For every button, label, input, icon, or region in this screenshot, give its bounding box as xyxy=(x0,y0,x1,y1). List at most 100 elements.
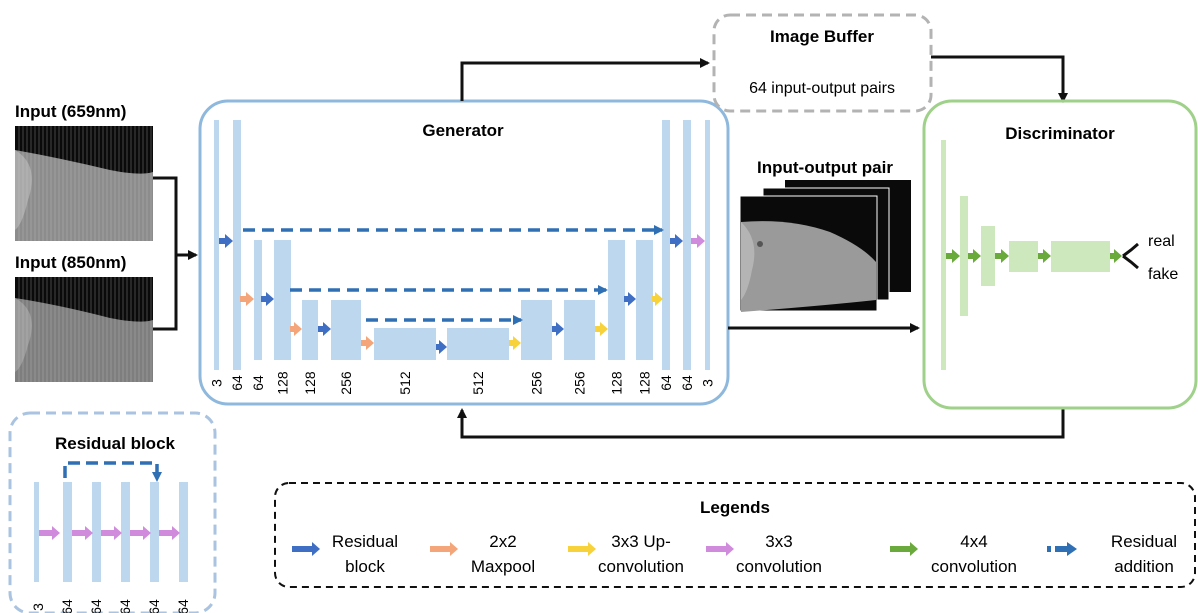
discriminator-title: Discriminator xyxy=(1005,124,1115,143)
input-850-image xyxy=(15,277,153,382)
residual-channel-label: 64 xyxy=(146,599,162,613)
residual-skip xyxy=(63,461,162,482)
generator-skip-connections xyxy=(243,225,664,325)
residual-arrow xyxy=(318,322,331,336)
residual-arrow xyxy=(436,340,447,354)
residual-channel-label: 3 xyxy=(30,603,46,611)
residual-layer-6 xyxy=(179,482,188,582)
generator-channel-label: 128 xyxy=(302,371,318,395)
input-659-image xyxy=(15,126,153,241)
residual-block-box xyxy=(8,411,217,613)
conv3x3-arrow xyxy=(159,526,180,540)
residual-layer-2 xyxy=(63,482,72,582)
generator-channel-label: 64 xyxy=(250,375,266,391)
legend-label-line1: 3x3 xyxy=(765,532,792,551)
disc-layer-4 xyxy=(1009,241,1038,272)
residual-arrow xyxy=(624,292,636,306)
generator-channel-label: 512 xyxy=(397,371,413,395)
generator-layer-12 xyxy=(636,240,653,360)
residual-channel-label: 64 xyxy=(175,599,191,613)
generator-channel-label: 512 xyxy=(470,371,486,395)
generator-channel-label: 128 xyxy=(637,371,653,395)
residual-arrow xyxy=(552,322,564,336)
conv4x4-arrow xyxy=(1038,249,1051,263)
generator-layers xyxy=(214,120,710,370)
generator-channel-label: 64 xyxy=(679,375,695,391)
maxpool-arrow xyxy=(240,292,254,306)
legend-label-line1: 2x2 xyxy=(489,532,516,551)
legend-box xyxy=(274,482,1196,588)
discriminator-box xyxy=(922,99,1198,410)
residual-layer-4 xyxy=(121,482,130,582)
input-output-pair-image xyxy=(739,180,911,312)
residual-channel-label: 64 xyxy=(88,599,104,613)
input-659-label: Input (659nm) xyxy=(15,102,126,121)
residual-channel-label: 64 xyxy=(117,599,133,613)
legend-title: Legends xyxy=(700,498,770,517)
generator-box xyxy=(198,99,730,406)
residual-block-title: Residual block xyxy=(55,434,176,453)
legend-label-line2: convolution xyxy=(736,557,822,576)
pair-title: Input-output pair xyxy=(757,158,893,177)
discriminator-layers xyxy=(941,140,1110,370)
generator-layer-15 xyxy=(705,120,710,370)
generator-channel-label: 3 xyxy=(700,379,716,387)
legend-arrow xyxy=(568,542,596,556)
generator-layer-9 xyxy=(521,300,552,360)
residual-channel-label: 64 xyxy=(59,599,75,613)
residual-layers xyxy=(34,482,188,582)
generator-channel-label: 256 xyxy=(529,371,545,395)
generator-channel-label: 256 xyxy=(572,371,588,395)
generator-title: Generator xyxy=(422,121,504,140)
legend-label-line2: convolution xyxy=(931,557,1017,576)
legend-arrow xyxy=(292,542,320,556)
generator-layer-13 xyxy=(662,120,670,370)
image-buffer-subtitle: 64 input-output pairs xyxy=(749,80,895,97)
legend-label-line1: Residual xyxy=(1111,532,1177,551)
generator-layer-11 xyxy=(608,240,625,360)
conv4x4-arrow xyxy=(968,249,981,263)
upconv-arrow xyxy=(652,292,663,306)
generator-to-buffer-arrow xyxy=(460,58,710,101)
generator-channel-label: 128 xyxy=(275,371,291,395)
legend-label-line2: block xyxy=(345,557,385,576)
upconv-arrow xyxy=(509,336,521,350)
input-850-label: Input (850nm) xyxy=(15,253,126,272)
maxpool-arrow xyxy=(361,336,374,350)
image-buffer-title: Image Buffer xyxy=(770,27,874,46)
generator-channel-label: 3 xyxy=(209,379,225,387)
conv4x4-arrow xyxy=(946,249,960,263)
residual-channel-labels: 3 64 64 64 64 64 xyxy=(30,599,191,613)
legend-item: 3x3 Up-convolution xyxy=(568,532,684,576)
legend-item: 3x3 convolution xyxy=(706,532,822,576)
generator-layer-7 xyxy=(374,328,436,360)
residual-layer-1 xyxy=(34,482,39,582)
conv3x3-arrow xyxy=(39,526,60,540)
disc-layer-5 xyxy=(1051,241,1110,272)
generator-layer-5 xyxy=(302,300,318,360)
residual-arrow xyxy=(261,292,274,306)
residual-arrow xyxy=(219,234,233,248)
discriminator-output-fork xyxy=(1122,242,1139,270)
generator-channel-label: 64 xyxy=(658,375,674,391)
disc-layer-3 xyxy=(981,226,995,286)
residual-layer-5 xyxy=(150,482,159,582)
flow-arrows xyxy=(457,55,1068,439)
buffer-to-discriminator-arrow xyxy=(931,55,1068,103)
conv3x3-arrow xyxy=(691,234,705,248)
maxpool-arrow xyxy=(290,322,302,336)
legend-arrow xyxy=(706,542,734,556)
image-buffer-box xyxy=(712,13,933,113)
input-merge-connector xyxy=(153,176,198,331)
legend-label-line2: Maxpool xyxy=(471,557,535,576)
generator-layer-4 xyxy=(274,240,291,360)
generator-layer-14 xyxy=(683,120,691,370)
disc-layer-2 xyxy=(960,196,968,316)
generator-layer-2 xyxy=(233,120,241,370)
